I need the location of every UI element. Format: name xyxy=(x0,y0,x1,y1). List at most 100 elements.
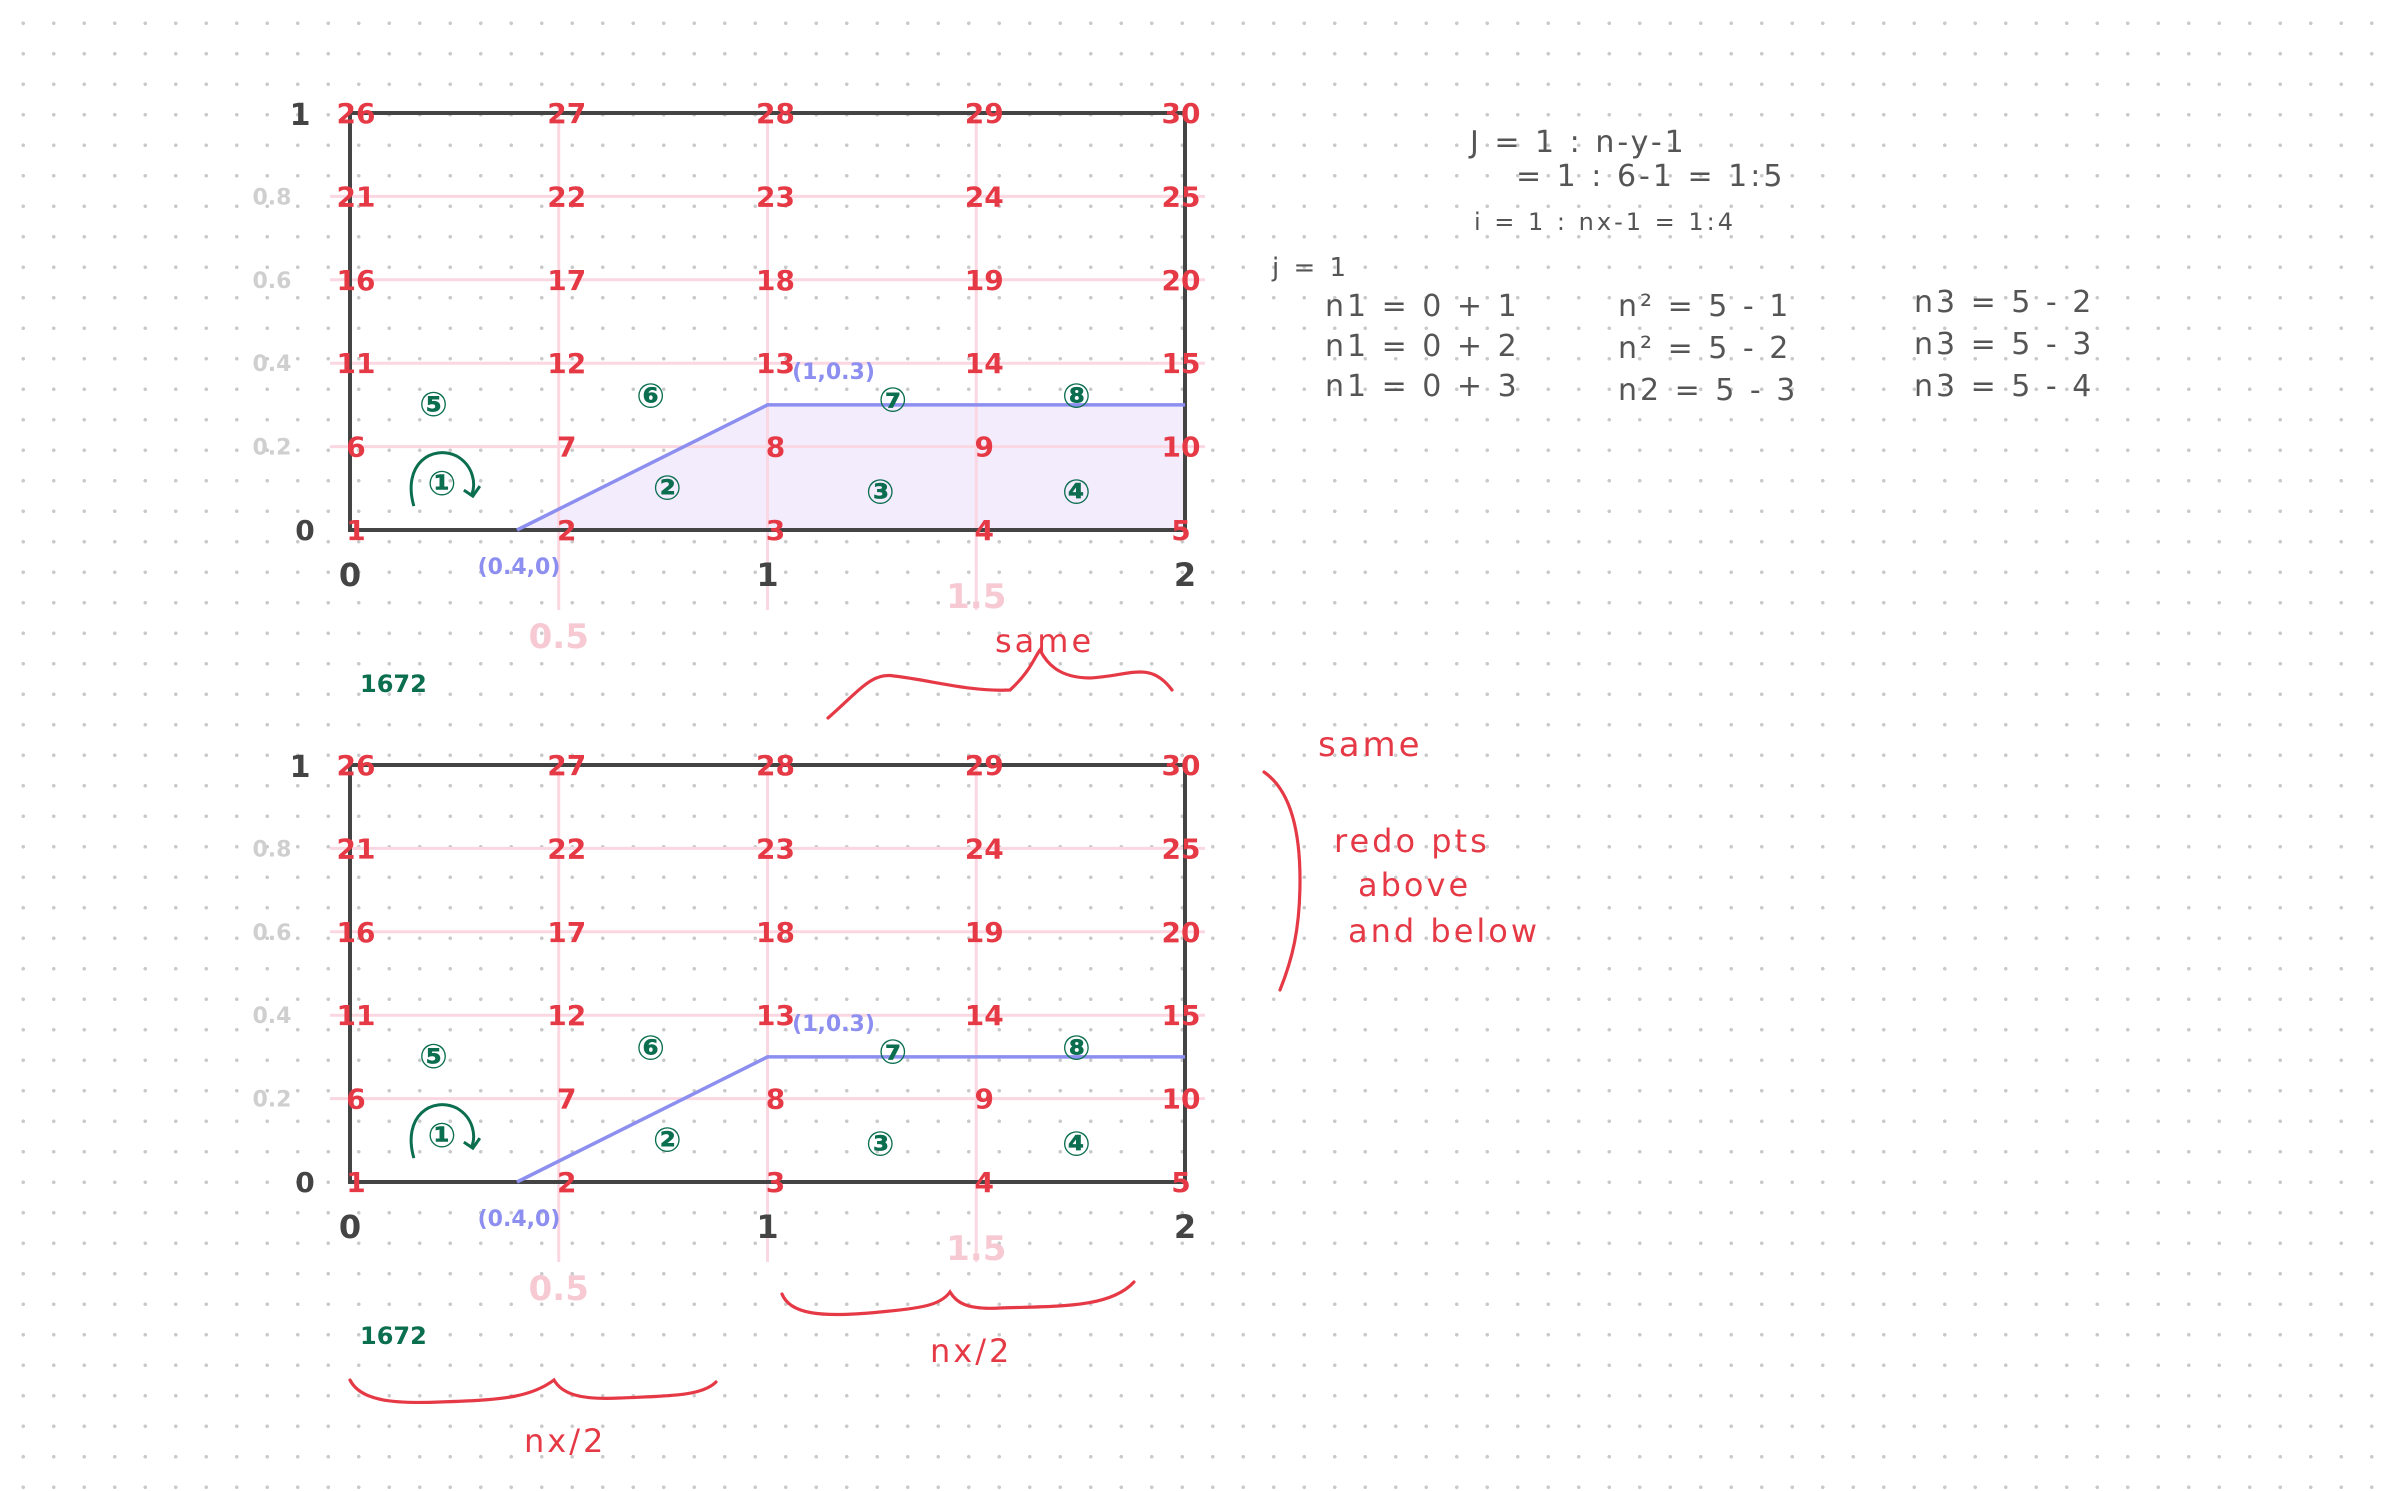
cell-label: ⑧ xyxy=(1062,1029,1091,1069)
node-label: 23 xyxy=(756,180,795,213)
label-nx2-left: nx/2 xyxy=(524,1422,606,1460)
note-n1-row2: n1 = 0 + 2 xyxy=(1325,329,1520,364)
x-tick-label: 1 xyxy=(756,1208,778,1246)
node-label: 9 xyxy=(975,1083,994,1116)
node-label: 15 xyxy=(1162,347,1201,380)
node-label: 7 xyxy=(557,431,576,464)
node-label: 2 xyxy=(557,514,576,547)
label-same-top: same xyxy=(995,622,1094,660)
x-ghost-tick-label: 0.5 xyxy=(529,617,589,657)
label-same-right: same xyxy=(1318,725,1423,765)
node-label: 18 xyxy=(756,264,795,297)
index-notes: J = 1 : n-y-1 = 1 : 6-1 = 1:5 i = 1 : nx… xyxy=(1271,125,2094,408)
node-label: 25 xyxy=(1162,180,1201,213)
brace-bottom-left xyxy=(348,1377,718,1405)
node-label: 4 xyxy=(975,1166,994,1199)
x-tick-label: 0 xyxy=(339,1208,361,1246)
node-label: 5 xyxy=(1171,514,1190,547)
y-tick-label: 1 xyxy=(290,98,311,133)
note-i-range: i = 1 : nx-1 = 1:4 xyxy=(1474,208,1736,236)
node-label: 29 xyxy=(965,97,1004,130)
red-annotations xyxy=(348,646,1302,1405)
brace-bottom-right xyxy=(780,1280,1136,1317)
node-label: 26 xyxy=(337,97,376,130)
cell-label: ② xyxy=(653,1120,682,1160)
domain-frame xyxy=(348,111,1187,532)
cell-label: ⑦ xyxy=(878,1033,907,1073)
node-label: 5 xyxy=(1171,1166,1190,1199)
note-n3-row2: n3 = 5 - 3 xyxy=(1914,327,2094,362)
note-j-range: J = 1 : n-y-1 xyxy=(1468,125,1687,160)
node-label: 1 xyxy=(346,514,365,547)
node-label: 28 xyxy=(756,749,795,782)
arrow-head xyxy=(463,485,482,499)
node-label: 10 xyxy=(1162,431,1201,464)
boundary-line xyxy=(516,1055,1185,1184)
label-redo-1: redo pts xyxy=(1334,822,1490,860)
node-label: 1 xyxy=(346,1166,365,1199)
red-annotation-text: same same redo pts above and below nx/2 … xyxy=(524,622,1537,1460)
cell-label: ③ xyxy=(866,472,895,512)
cell-label: ④ xyxy=(1062,472,1091,512)
node-label: 6 xyxy=(346,1083,365,1116)
label-nx2-right: nx/2 xyxy=(930,1332,1012,1370)
point-label-b: (1,0.3) xyxy=(792,1012,875,1037)
node-label: 19 xyxy=(965,264,1004,297)
node-label: 28 xyxy=(756,97,795,130)
y-tick-label: 1 xyxy=(290,750,311,785)
node-label: 9 xyxy=(975,431,994,464)
note-j-range-eval: = 1 : 6-1 = 1:5 xyxy=(1516,159,1785,194)
node-label: 20 xyxy=(1162,916,1201,949)
shaded-region xyxy=(517,404,1185,530)
node-label: 11 xyxy=(337,999,376,1032)
cell-label: ⑤ xyxy=(419,1037,448,1077)
y-faint-tick-label: 0.2 xyxy=(253,1088,292,1113)
x-tick-label: 2 xyxy=(1174,556,1196,594)
x-ghost-tick-label: 0.5 xyxy=(529,1269,589,1309)
node-label: 23 xyxy=(756,832,795,865)
x-tick-label: 2 xyxy=(1174,1208,1196,1246)
node-label: 24 xyxy=(965,832,1004,865)
cell-label: ⑥ xyxy=(636,1029,665,1069)
note-j-eq: j = 1 xyxy=(1271,253,1349,283)
x-tick-label: 1 xyxy=(756,556,778,594)
point-label-b: (1,0.3) xyxy=(792,360,875,385)
node-label: 7 xyxy=(557,1083,576,1116)
element-count: 1672 xyxy=(360,670,427,698)
node-label: 30 xyxy=(1162,749,1201,782)
node-label: 15 xyxy=(1162,999,1201,1032)
node-label: 11 xyxy=(337,347,376,380)
cell-label: ⑥ xyxy=(636,377,665,417)
node-label: 21 xyxy=(337,180,376,213)
node-label: 21 xyxy=(337,832,376,865)
element-count: 1672 xyxy=(360,1322,427,1350)
y-tick-label: 0 xyxy=(295,514,314,547)
note-n3-row1: n3 = 5 - 2 xyxy=(1914,285,2094,320)
y-faint-tick-label: 0.4 xyxy=(253,352,292,377)
label-redo-2: above xyxy=(1358,866,1471,904)
node-label: 14 xyxy=(965,999,1004,1032)
node-label: 13 xyxy=(756,347,795,380)
node-label: 27 xyxy=(547,97,586,130)
node-label: 17 xyxy=(547,264,586,297)
node-label: 19 xyxy=(965,916,1004,949)
x-tick-label: 0 xyxy=(339,556,361,594)
node-label: 2 xyxy=(557,1166,576,1199)
node-label: 3 xyxy=(766,1166,785,1199)
cell-label: ① xyxy=(427,1116,456,1156)
node-label: 12 xyxy=(547,347,586,380)
cell-label: ① xyxy=(427,464,456,504)
note-n2-row3: n2 = 5 - 3 xyxy=(1618,373,1798,408)
y-faint-tick-label: 0.8 xyxy=(253,837,292,862)
node-label: 3 xyxy=(766,514,785,547)
cell-label: ⑦ xyxy=(878,381,907,421)
node-label: 4 xyxy=(975,514,994,547)
node-label: 16 xyxy=(337,916,376,949)
node-label: 10 xyxy=(1162,1083,1201,1116)
y-faint-tick-label: 0.6 xyxy=(253,269,292,294)
node-label: 17 xyxy=(547,916,586,949)
x-ghost-tick-label: 1.5 xyxy=(946,577,1006,617)
curved-arrow xyxy=(409,451,476,507)
